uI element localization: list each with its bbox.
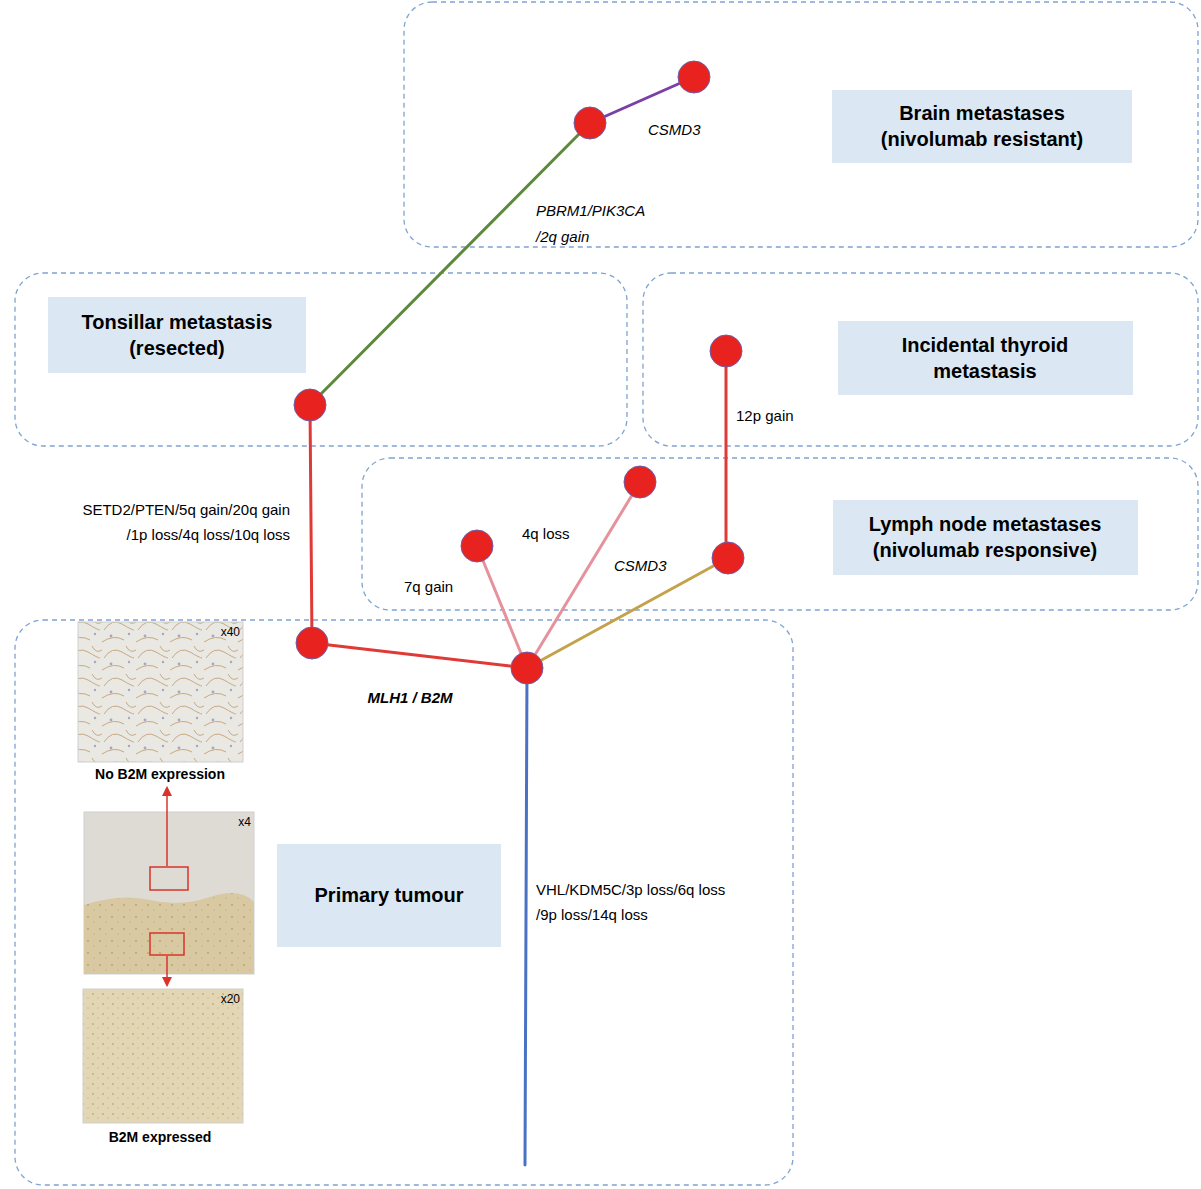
clone-dot (511, 652, 543, 684)
mutation-label: 12p gain (736, 406, 794, 426)
mutation-label: 4q loss (522, 524, 570, 544)
trunk-branch (525, 668, 527, 1165)
region-label-box: Incidental thyroid metastasis (838, 321, 1133, 395)
zoom-box (150, 867, 188, 890)
zoom-arrow (166, 956, 168, 985)
clone-dot (294, 389, 326, 421)
label-holder: B2M expressed (109, 1127, 212, 1147)
micrographs (78, 622, 254, 1123)
region-title: Tonsillar metastasis (resected) (71, 309, 283, 361)
mutation-label: B2M expressed (109, 1127, 212, 1147)
micrograph (78, 622, 243, 762)
mutation-label: PBRM1/PIK3CA /2q gain (536, 198, 658, 250)
tree-nodes (294, 61, 744, 684)
clone-dot (574, 107, 606, 139)
region-label-box: Brain metastases (nivolumab resistant) (832, 90, 1132, 163)
region-outlines (15, 2, 1198, 1185)
mutation-label: x40 (221, 625, 240, 640)
zoom-arrow (166, 788, 168, 866)
tree-branches (310, 77, 728, 1165)
region-title: Brain metastases (nivolumab resistant) (862, 100, 1102, 152)
region-outline (15, 273, 627, 446)
label-holder: SETD2/PTEN/5q gain/20q gain /1p loss/4q … (70, 497, 290, 547)
label-holder: x40 (221, 625, 240, 640)
label-holder: CSMD3 (648, 120, 701, 140)
mutation-label: No B2M expression (95, 764, 225, 784)
region-outline (15, 620, 793, 1185)
zoom-box (150, 933, 184, 955)
region-outline (404, 2, 1198, 247)
label-holder: 4q loss (522, 524, 570, 544)
region-title: Incidental thyroid metastasis (883, 332, 1088, 384)
tree-branch (310, 405, 312, 643)
micrograph (83, 989, 243, 1123)
label-holder: 12p gain (736, 406, 794, 426)
clone-dot (296, 627, 328, 659)
label-holder: x4 (238, 815, 251, 830)
clone-dot (712, 542, 744, 574)
clone-dot (710, 335, 742, 367)
tree-branch (527, 558, 728, 668)
mutation-label: CSMD3 (648, 120, 701, 140)
region-outline (362, 458, 1198, 610)
tree-branch (312, 643, 527, 668)
mutation-label: SETD2/PTEN/5q gain/20q gain /1p loss/4q … (70, 497, 290, 547)
tree-branch (725, 351, 728, 558)
region-title: Primary tumour (289, 882, 489, 908)
label-holder: x20 (221, 992, 240, 1007)
label-holder: No B2M expression (95, 764, 225, 784)
label-holder: 7q gain (404, 577, 453, 597)
label-holder: CSMD3 (614, 556, 667, 576)
mutation-label: CSMD3 (614, 556, 667, 576)
clone-dot (624, 466, 656, 498)
tree-branch (310, 123, 590, 405)
region-label-box: Primary tumour (277, 844, 501, 947)
micrograph-stained-area (84, 893, 254, 974)
mutation-label: MLH1 / B2M (367, 688, 452, 708)
clone-dot (678, 61, 710, 93)
tree-branch (590, 77, 694, 123)
tree-branch (527, 482, 640, 668)
tree-branch (477, 546, 527, 668)
label-holder: PBRM1/PIK3CA /2q gain (536, 198, 658, 250)
region-title: Lymph node metastases (nivolumab respons… (854, 511, 1116, 563)
micrograph (84, 812, 254, 974)
clone-dot (461, 530, 493, 562)
region-label-box: Tonsillar metastasis (resected) (48, 297, 306, 373)
mutation-label: 7q gain (404, 577, 453, 597)
label-holder: MLH1 / B2M (367, 688, 452, 708)
mutation-label: x4 (238, 815, 251, 830)
label-holder: VHL/KDM5C/3p loss/6q loss /9p loss/14q l… (536, 877, 743, 927)
mutation-label: VHL/KDM5C/3p loss/6q loss /9p loss/14q l… (536, 877, 743, 927)
mutation-label: x20 (221, 992, 240, 1007)
region-label-box: Lymph node metastases (nivolumab respons… (833, 500, 1138, 575)
